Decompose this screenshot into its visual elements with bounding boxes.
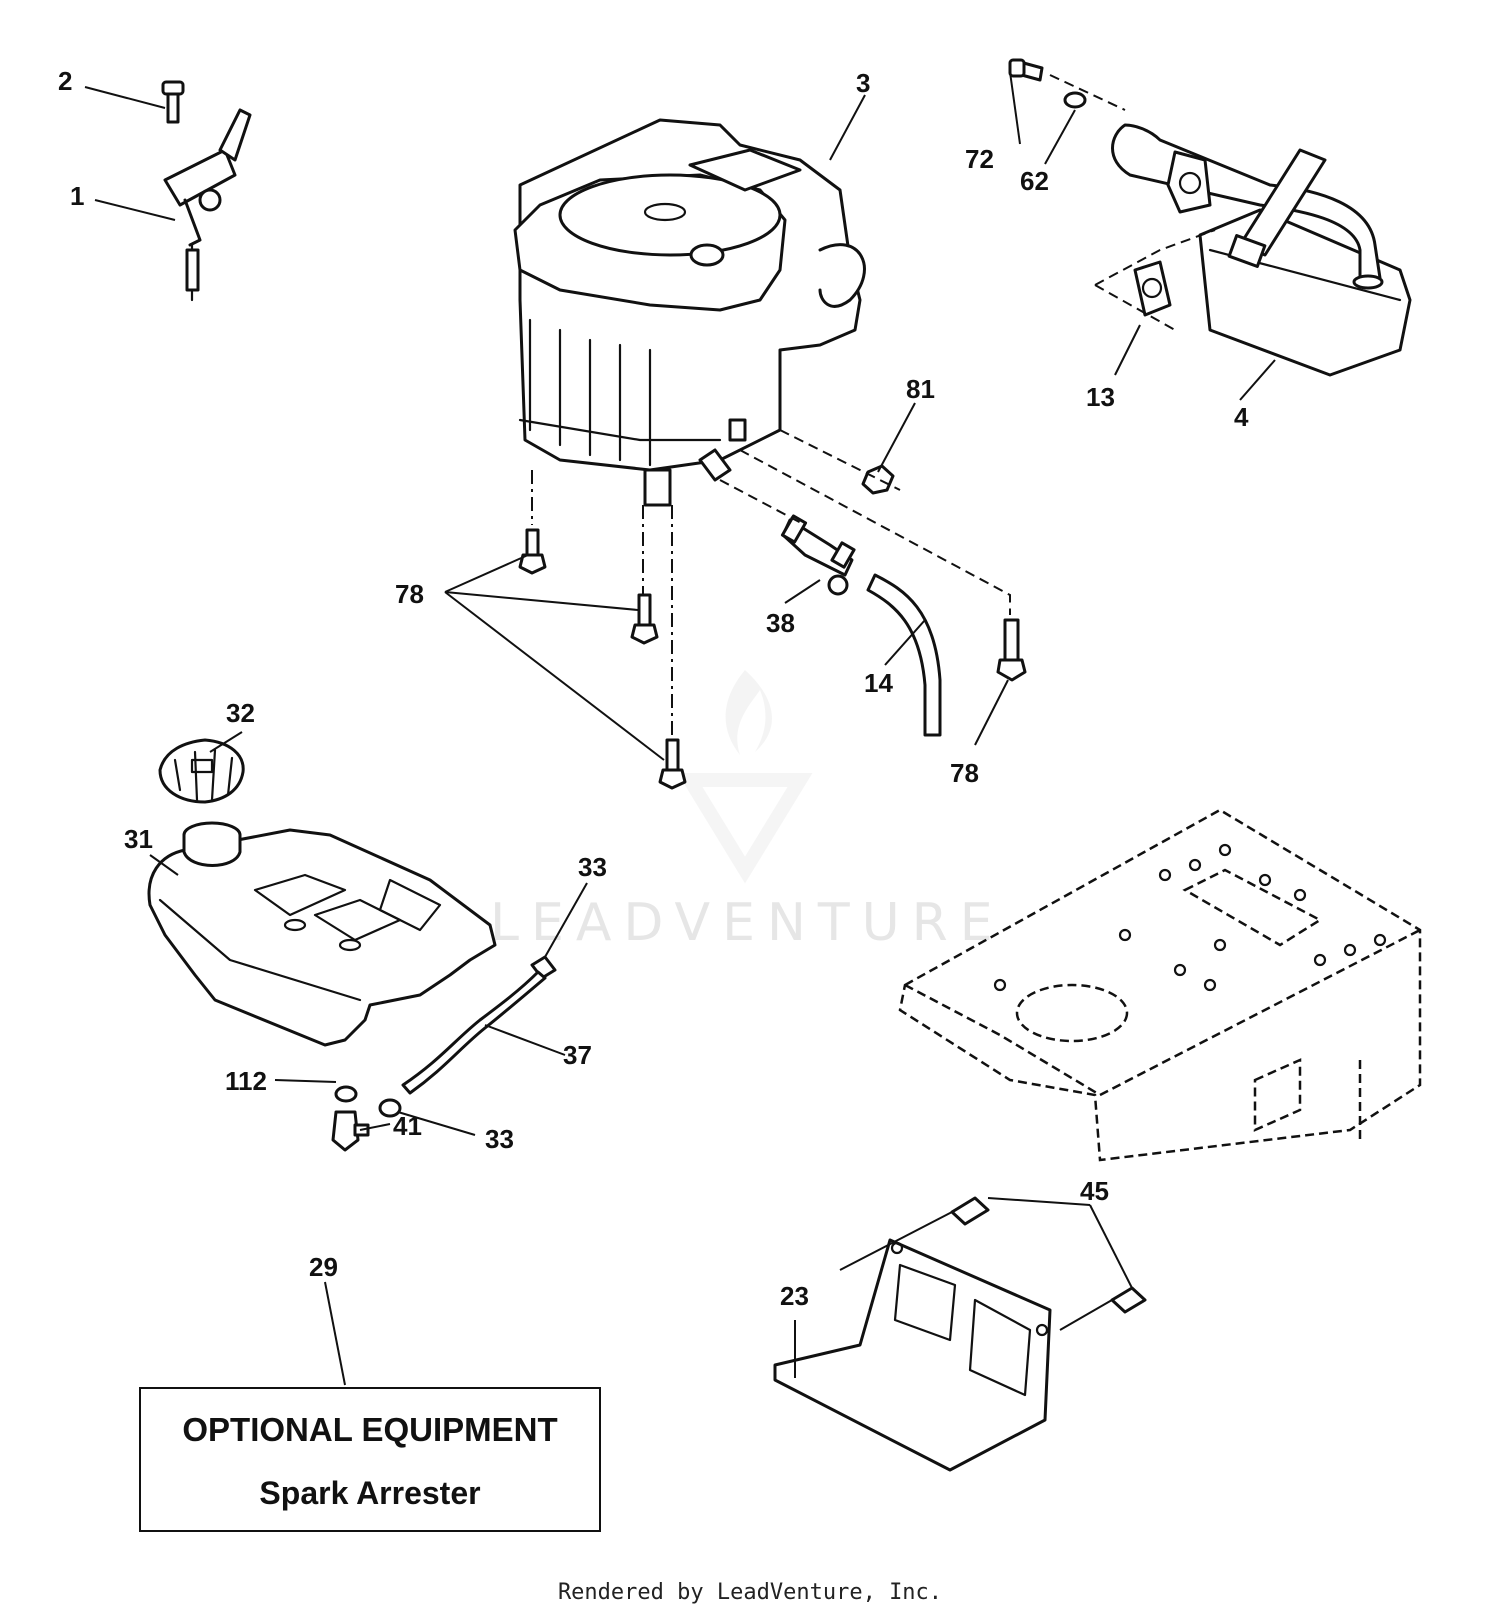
callout-3-label: 3 [856, 68, 870, 98]
callout-78-label-b: 78 [950, 758, 979, 788]
callout-labels: 2 1 3 4 13 14 23 29 31 32 33 33 37 38 41… [58, 66, 1249, 1311]
callout-32-label: 32 [226, 698, 255, 728]
callout-45-label: 45 [1080, 1176, 1109, 1206]
muffler-assembly [1008, 58, 1412, 377]
fuel-line-parts [331, 955, 557, 1152]
render-credit: Rendered by LeadVenture, Inc. [557, 1580, 943, 1605]
callout-23-label: 23 [780, 1281, 809, 1311]
callout-38-label: 38 [766, 608, 795, 638]
callout-41-label: 41 [393, 1111, 422, 1141]
leadventure-watermark-logo [677, 670, 813, 884]
callout-2-label: 1 [70, 181, 84, 211]
callout-13-label: 13 [1086, 382, 1115, 412]
throttle-control-assembly [161, 80, 252, 302]
callout-1-label: 2 [58, 66, 72, 96]
callout-62-label: 62 [1020, 166, 1049, 196]
frame-outline [898, 808, 1422, 1162]
callout-33-label-b: 33 [485, 1124, 514, 1154]
callout-29-label: 29 [309, 1252, 338, 1282]
optional-equipment-box: OPTIONAL EQUIPMENT Spark Arrester [139, 1387, 601, 1532]
callout-37-label: 37 [563, 1040, 592, 1070]
engine [513, 118, 866, 507]
optional-equipment-title: OPTIONAL EQUIPMENT [182, 1411, 558, 1448]
callout-78-label-a: 78 [395, 579, 424, 609]
leader-lines [84, 71, 1276, 1386]
callout-72-label: 72 [965, 144, 994, 174]
callout-14-label: 14 [864, 668, 893, 698]
callout-4-label: 4 [1234, 402, 1249, 432]
callout-112-label: 112 [225, 1066, 267, 1096]
fuel-tank-assembly [147, 738, 497, 1047]
callout-81-label: 81 [906, 374, 935, 404]
watermark-text: LEADVENTURE [490, 893, 1005, 953]
heat-shield-bracket [773, 1196, 1147, 1472]
optional-equipment-subtitle: Spark Arrester [259, 1475, 481, 1511]
callout-31-label: 31 [124, 824, 153, 854]
engine-fasteners-and-fuel-filter [518, 429, 1027, 790]
callout-33-label-a: 33 [578, 852, 607, 882]
